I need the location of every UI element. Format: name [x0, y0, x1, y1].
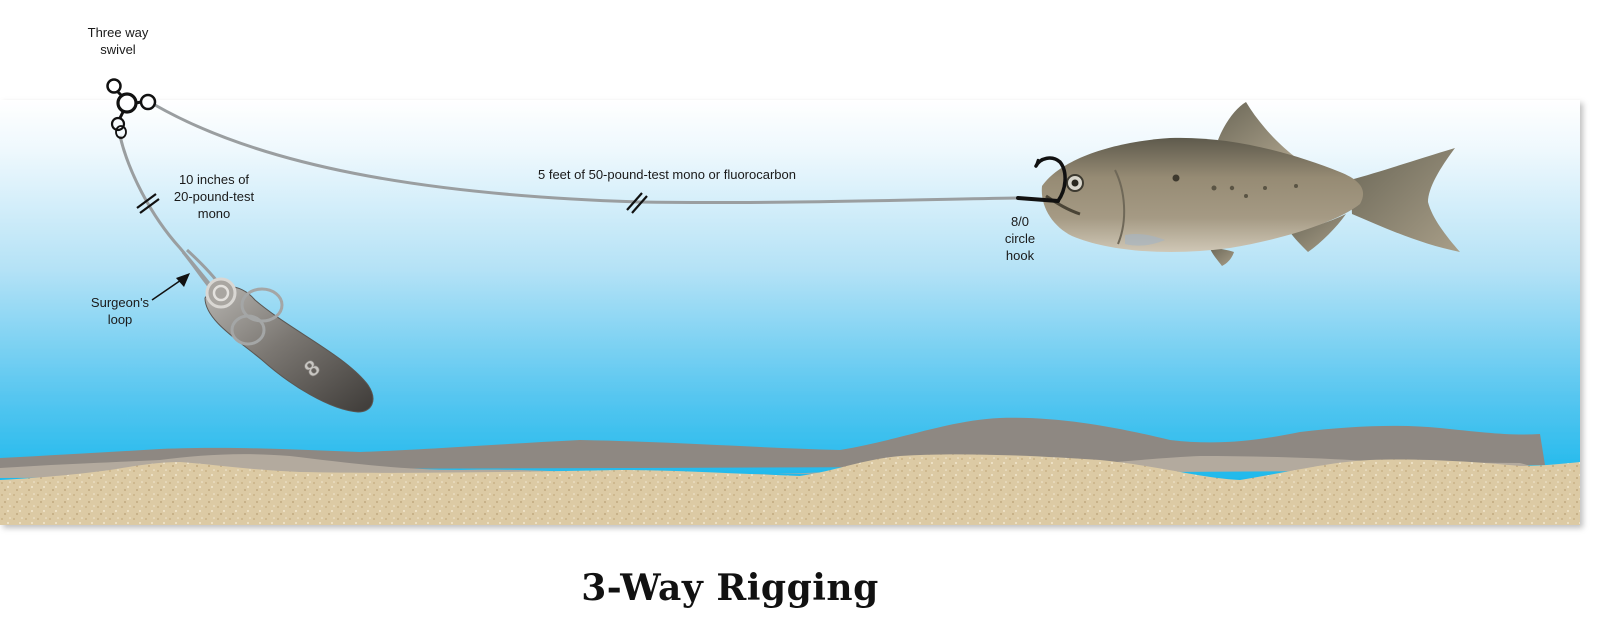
diagram-title: 3-Way Rigging: [581, 567, 879, 609]
line-break-mark-icon: [136, 193, 160, 214]
bait-fish-icon: [1041, 102, 1460, 266]
leader-line: [154, 103, 1021, 205]
arrow-icon: [151, 273, 190, 301]
dropper-line: [118, 135, 218, 293]
surgeons-loop-label-line1: Surgeon's: [90, 295, 150, 310]
leader-label: 5 feet of 50-pound-test mono or fluoroca…: [522, 166, 812, 183]
seabed-mid-layer: [0, 454, 1545, 478]
line-break-mark-icon: [626, 192, 648, 214]
hook-label: 8/0 circle hook: [996, 213, 1044, 264]
swivel-label-line2: swivel: [100, 42, 136, 57]
swivel-label: Three way swivel: [82, 24, 154, 58]
three-way-swivel-icon: [106, 78, 157, 139]
sand-layer: [0, 454, 1580, 525]
swivel-label-line1: Three way: [87, 25, 149, 40]
dropper-line-label-line3: mono: [197, 206, 231, 221]
circle-hook-icon: [1016, 156, 1067, 203]
dropper-line-label-line1: 10 inches of: [178, 172, 250, 187]
seabed: [0, 417, 1580, 525]
seabed-back-layer: [0, 417, 1545, 470]
surgeons-loop-label: Surgeon's loop: [80, 294, 160, 328]
leader-label-line1: 5 feet of 50-pound-test mono or fluoroca…: [538, 167, 796, 182]
surgeons-loop-label-line2: loop: [107, 312, 133, 327]
bank-sinker-icon: 8: [204, 277, 374, 413]
hook-label-line3: hook: [1005, 248, 1035, 263]
dropper-line-label: 10 inches of 20-pound-test mono: [164, 171, 264, 222]
dropper-line-label-line2: 20-pound-test: [173, 189, 255, 204]
hook-label-line2: circle: [1004, 231, 1036, 246]
hook-label-line1: 8/0: [1010, 214, 1030, 229]
